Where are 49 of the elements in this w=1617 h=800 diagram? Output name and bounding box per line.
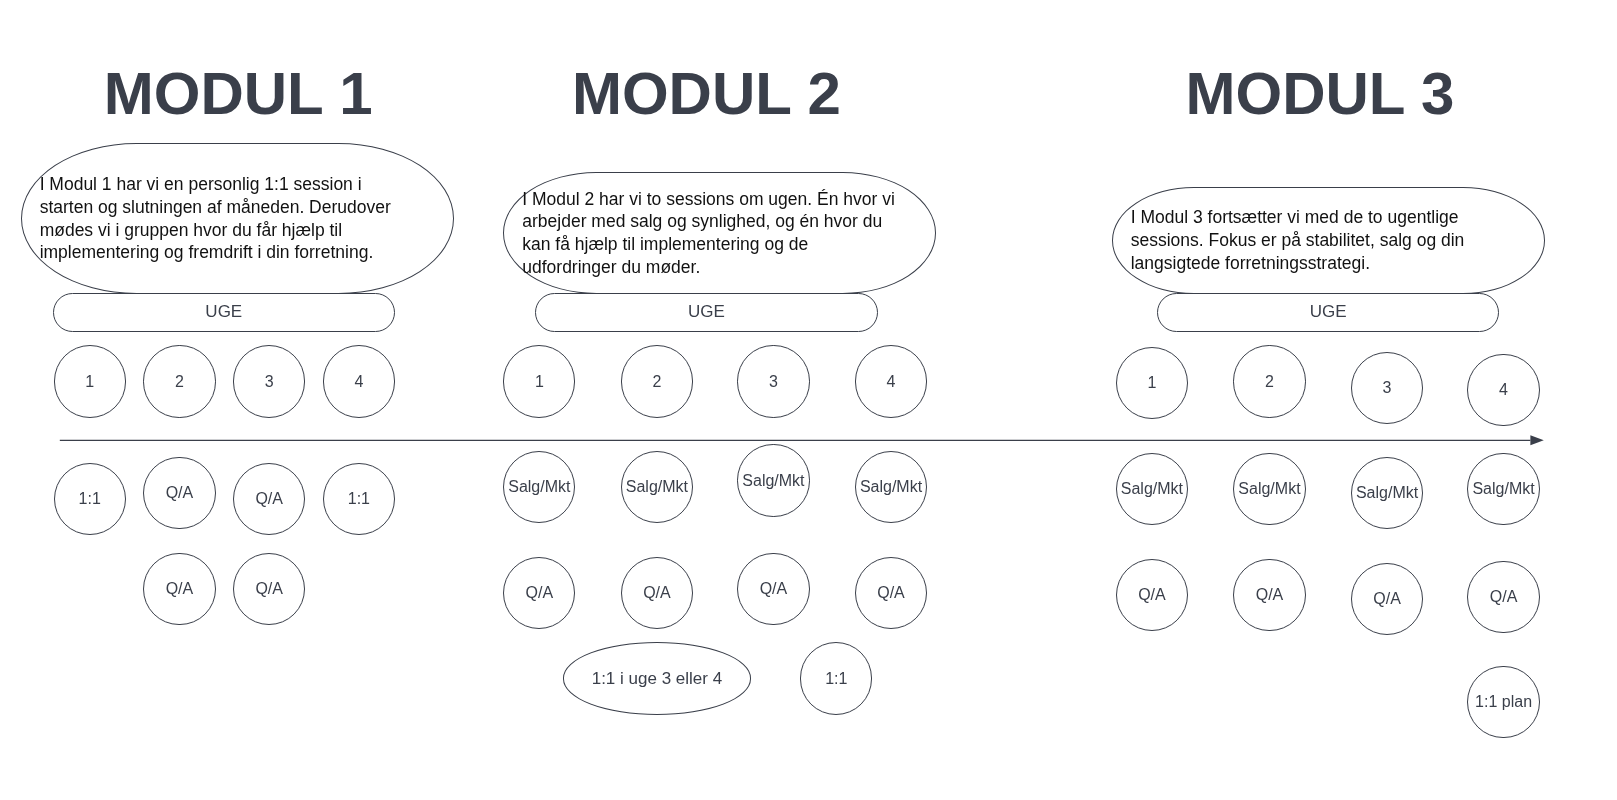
session-label: Q/A (1138, 586, 1166, 605)
description-text: I Modul 1 har vi en personlig 1:1 session i starten og slutningen af måneden. Derudover mødes vi i gruppen hvor du får hjælp til implementering og fremdrift i din forretning. (39, 173, 392, 265)
session-label: 3 (264, 372, 274, 391)
session-label: 3 (1382, 378, 1392, 397)
week-bar (1157, 293, 1500, 332)
session-label: 3 (769, 372, 778, 391)
session-label: Q/A (759, 579, 788, 598)
session-label: Salg/Mkt (1355, 483, 1419, 502)
session-label: Q/A (1373, 590, 1401, 609)
session-label: 1 (1147, 373, 1157, 392)
session-label: 4 (354, 372, 364, 391)
week-label: UGE (205, 302, 243, 323)
week-bar (535, 293, 878, 332)
session-label: Q/A (255, 579, 283, 598)
session-label: Q/A (643, 583, 671, 602)
session-label: Q/A (165, 483, 194, 502)
session-label: 4 (886, 372, 896, 391)
description-text: I Modul 2 har vi to sessions om ugen. Én hvor vi arbejder med salg og synlighed, og én hvor du kan få hjælp til implementering og de udfordringer du møder. (522, 187, 896, 279)
session-label: Salg/Mkt (859, 477, 923, 496)
session-label: 1:1 plan (1475, 693, 1533, 712)
session-label: 1:1 (78, 490, 101, 509)
session-label: 1 (534, 372, 544, 391)
week-label: UGE (1309, 302, 1347, 323)
session-label: 2 (175, 372, 184, 391)
session-label: Q/A (255, 490, 283, 509)
session-label: Q/A (877, 583, 905, 602)
module-heading: MODUL 2 (571, 58, 841, 128)
session-label: 1 (85, 372, 95, 391)
session-label: Salg/Mkt (625, 477, 689, 496)
session-label: Q/A (525, 583, 554, 602)
session-label: 2 (1265, 372, 1274, 391)
week-bar (52, 293, 395, 332)
session-label: 1:1 (825, 669, 848, 688)
session-label: Salg/Mkt (1238, 479, 1301, 498)
description-text: I Modul 3 fortsætter vi med de to ugentlige sessions. Fokus er på stabilitet, salg og din langsigtede forretningsstrategi. (1130, 206, 1466, 275)
session-label: 4 (1499, 380, 1508, 399)
session-label: Q/A (1489, 588, 1518, 607)
session-label: 2 (652, 372, 662, 391)
session-label: Q/A (165, 579, 194, 598)
session-label: Salg/Mkt (742, 471, 805, 490)
session-label: 1:1 i uge 3 eller 4 (591, 668, 723, 689)
session-label: Salg/Mkt (1472, 479, 1535, 498)
session-label: 1:1 (347, 490, 370, 509)
session-label: Salg/Mkt (1120, 479, 1184, 498)
week-label: UGE (688, 302, 725, 323)
module-heading: MODUL 1 (103, 58, 373, 128)
module-heading: MODUL 3 (1185, 58, 1455, 128)
session-label: Salg/Mkt (508, 477, 571, 496)
session-label: Q/A (1255, 586, 1284, 605)
